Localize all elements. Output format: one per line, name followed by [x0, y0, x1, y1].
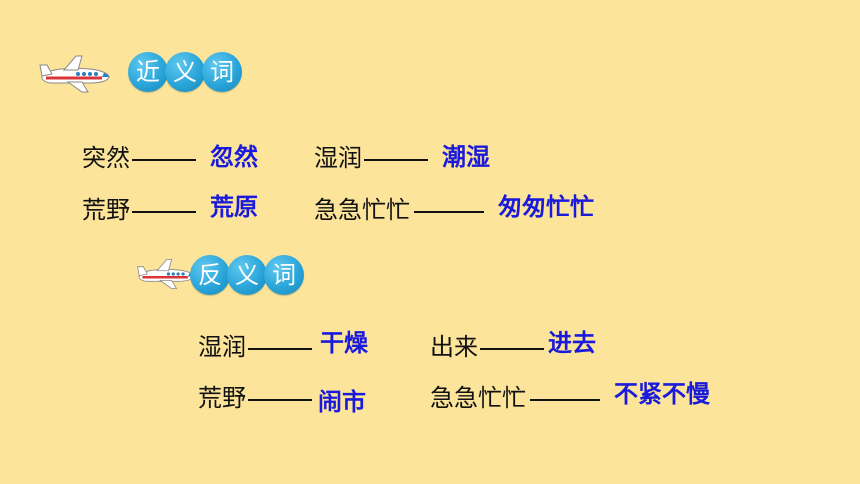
answer: 匆匆忙忙 — [498, 193, 594, 221]
antonym-row: 荒野 闹市 急急忙忙 不紧不慢 — [0, 380, 860, 416]
answer: 潮湿 — [442, 143, 490, 171]
dash — [414, 211, 484, 213]
answer: 荒原 — [210, 193, 258, 221]
synonym-row: 突然 忽然 湿润 潮湿 — [0, 141, 860, 175]
answer: 闹市 — [318, 388, 366, 416]
title-char: 义 — [165, 52, 205, 92]
dash — [364, 159, 428, 161]
dash — [530, 399, 600, 401]
answer: 干燥 — [320, 329, 368, 357]
dash — [132, 159, 196, 161]
title-char: 义 — [227, 255, 267, 295]
term: 荒野 — [82, 196, 130, 224]
dash — [132, 211, 196, 213]
dash — [248, 399, 312, 401]
synonyms-header: 近 义 词 — [38, 52, 242, 96]
title-char: 近 — [128, 52, 168, 92]
term: 突然 — [82, 144, 130, 172]
airplane-icon — [39, 55, 110, 93]
term: 湿润 — [314, 144, 362, 172]
term: 出来 — [430, 333, 478, 361]
term: 荒野 — [198, 384, 246, 412]
antonym-row: 湿润 干燥 出来 进去 — [0, 329, 860, 364]
antonyms-title: 反 义 词 — [190, 255, 304, 295]
title-char: 反 — [190, 255, 230, 295]
term: 湿润 — [198, 333, 246, 361]
answer: 进去 — [548, 329, 596, 357]
dash — [480, 348, 544, 350]
title-char: 词 — [264, 255, 304, 295]
answer: 忽然 — [210, 143, 258, 171]
antonyms-header: 反 义 词 — [136, 255, 316, 299]
answer: 不紧不慢 — [614, 380, 710, 408]
term: 急急忙忙 — [430, 384, 526, 412]
dash — [248, 348, 312, 350]
synonym-row: 荒野 荒原 急急忙忙 匆匆忙忙 — [0, 193, 860, 227]
synonyms-title: 近 义 词 — [128, 52, 242, 92]
term: 急急忙忙 — [314, 196, 410, 224]
title-char: 词 — [202, 52, 242, 92]
airplane-icon — [137, 259, 194, 289]
